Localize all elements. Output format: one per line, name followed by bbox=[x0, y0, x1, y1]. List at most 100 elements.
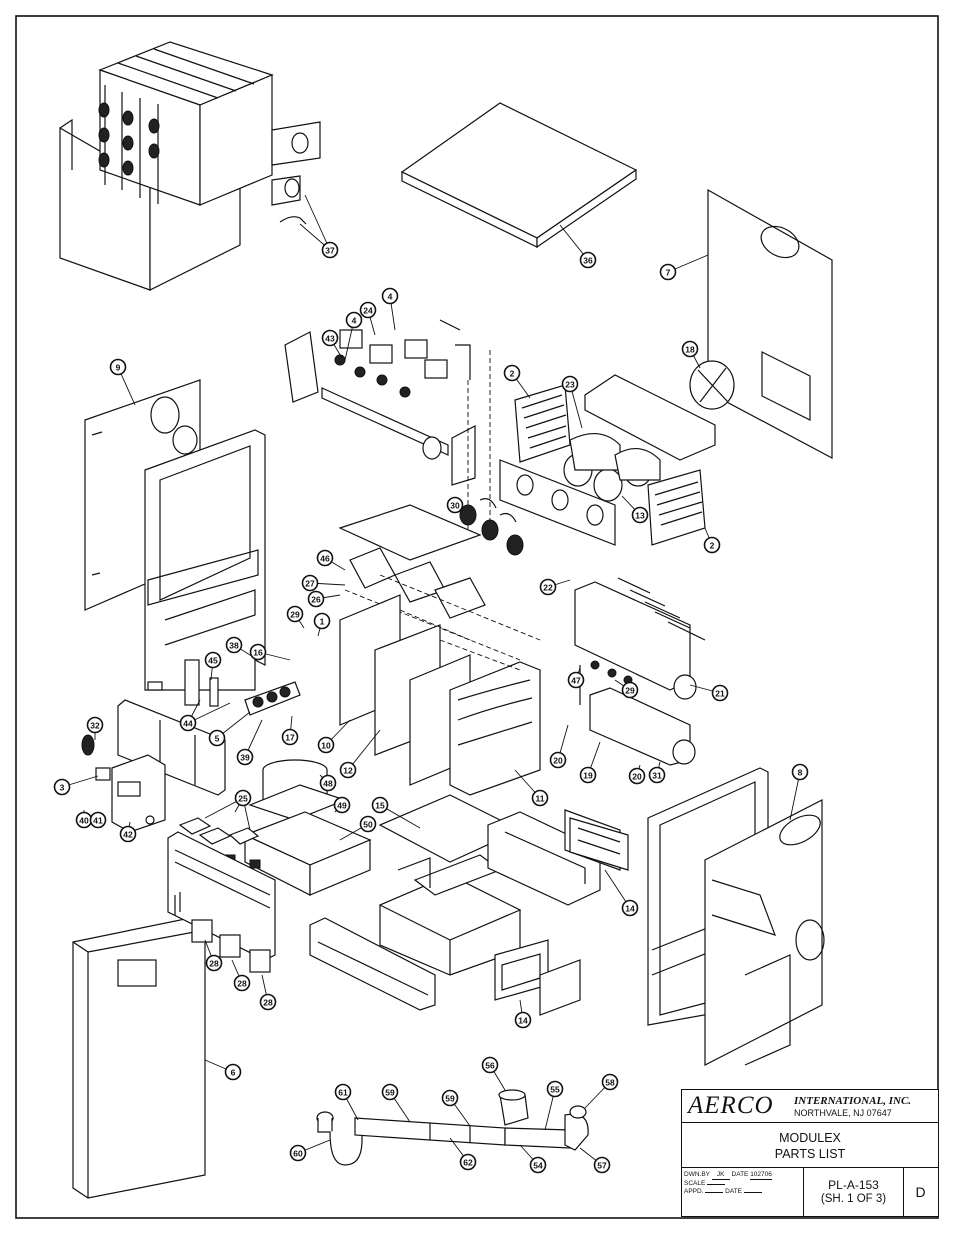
callout-label: 15 bbox=[375, 801, 385, 811]
drawing-title: MODULEX bbox=[779, 1131, 841, 1145]
drawing-number: PL-A-153 bbox=[828, 1178, 879, 1192]
callout-16: 16 bbox=[249, 643, 267, 661]
company-logo: AERCO bbox=[688, 1092, 774, 1119]
callout-label: 1 bbox=[320, 617, 325, 627]
drawn-date-label: DATE bbox=[731, 1171, 749, 1178]
callout-39: 39 bbox=[236, 748, 254, 766]
callout-46: 46 bbox=[316, 549, 334, 567]
callout-18: 18 bbox=[681, 340, 699, 358]
callout-label: 30 bbox=[450, 501, 460, 511]
callout-label: 37 bbox=[325, 246, 335, 256]
approved-label: APPD. bbox=[684, 1188, 704, 1195]
callout-20: 20 bbox=[628, 767, 646, 785]
callout-label: 26 bbox=[311, 595, 321, 605]
scale-value bbox=[707, 1184, 726, 1185]
callout-14: 14 bbox=[621, 899, 639, 917]
callout-label: 22 bbox=[543, 583, 553, 593]
callout-30: 30 bbox=[446, 496, 464, 514]
callout-47: 47 bbox=[567, 671, 585, 689]
callout-7: 7 bbox=[659, 263, 677, 281]
heat-exchanger-drawing bbox=[338, 504, 541, 796]
callout-4: 4 bbox=[381, 287, 399, 305]
drawing-number-block: PL-A-153 (SH. 1 OF 3) bbox=[804, 1168, 904, 1216]
callout-label: 9 bbox=[116, 363, 121, 373]
sheet-number: (SH. 1 OF 3) bbox=[820, 1193, 887, 1205]
callout-43: 43 bbox=[321, 329, 339, 347]
callout-55: 55 bbox=[546, 1080, 564, 1098]
company-suffix: INTERNATIONAL, INC. bbox=[794, 1095, 912, 1107]
condensate-piping-drawing bbox=[316, 1089, 589, 1166]
approved-date-value bbox=[743, 1192, 762, 1193]
callout-label: 55 bbox=[550, 1085, 560, 1095]
callout-label: 28 bbox=[209, 959, 219, 969]
callout-label: 28 bbox=[263, 998, 273, 1008]
callout-13: 13 bbox=[631, 506, 649, 524]
callout-17: 17 bbox=[281, 728, 299, 746]
callout-label: 23 bbox=[565, 380, 575, 390]
callout-24: 24 bbox=[359, 301, 377, 319]
callout-label: 60 bbox=[293, 1149, 303, 1159]
gas-manifold-drawing bbox=[284, 319, 491, 540]
callout-21: 21 bbox=[711, 684, 729, 702]
callout-23: 23 bbox=[561, 375, 579, 393]
callout-10: 10 bbox=[317, 736, 335, 754]
callout-12: 12 bbox=[339, 761, 357, 779]
callout-label: 10 bbox=[321, 741, 331, 751]
callout-5: 5 bbox=[208, 729, 226, 747]
drawing-title-block: MODULEX PARTS LIST bbox=[682, 1123, 938, 1168]
callout-label: 8 bbox=[798, 768, 803, 778]
front-panel-drawing bbox=[72, 831, 276, 1199]
callout-42: 42 bbox=[119, 825, 137, 843]
approved-date-label: DATE bbox=[725, 1188, 742, 1195]
callout-label: 24 bbox=[363, 306, 373, 316]
callout-label: 31 bbox=[652, 771, 662, 781]
callout-label: 18 bbox=[685, 345, 695, 355]
callout-2: 2 bbox=[703, 536, 721, 554]
callout-60: 60 bbox=[289, 1144, 307, 1162]
callout-57: 57 bbox=[593, 1156, 611, 1174]
callout-label: 61 bbox=[338, 1088, 348, 1098]
callout-label: 20 bbox=[553, 756, 563, 766]
callout-label: 28 bbox=[237, 979, 247, 989]
signature-block: DWN.BY JK DATE 102706 SCALE APPD. DATE bbox=[682, 1168, 804, 1216]
callout-29: 29 bbox=[621, 681, 639, 699]
title-block: AERCO INTERNATIONAL, INC. NORTHVALE, NJ … bbox=[681, 1089, 939, 1217]
callout-label: 47 bbox=[571, 676, 581, 686]
callout-label: 21 bbox=[715, 689, 725, 699]
callout-27: 27 bbox=[301, 574, 319, 592]
callout-label: 2 bbox=[510, 369, 515, 379]
callout-48: 48 bbox=[319, 774, 337, 792]
right-side-panel-drawing bbox=[647, 767, 825, 1066]
callout-label: 57 bbox=[597, 1161, 607, 1171]
callout-37: 37 bbox=[321, 241, 339, 259]
callout-balloons: 3736742444322318930132224627262913816454… bbox=[53, 241, 809, 1174]
water-headers-drawing bbox=[574, 577, 706, 766]
approved-value bbox=[705, 1192, 724, 1193]
callout-25: 25 bbox=[234, 789, 252, 807]
company-block: AERCO INTERNATIONAL, INC. NORTHVALE, NJ … bbox=[682, 1090, 938, 1123]
callout-59: 59 bbox=[381, 1083, 399, 1101]
callout-59: 59 bbox=[441, 1089, 459, 1107]
callout-36: 36 bbox=[579, 251, 597, 269]
right-back-panel-drawing bbox=[689, 188, 833, 459]
callout-label: 48 bbox=[323, 779, 333, 789]
callout-40: 40 bbox=[75, 811, 93, 829]
callout-3: 3 bbox=[53, 778, 71, 796]
callout-label: 59 bbox=[385, 1088, 395, 1098]
callout-label: 11 bbox=[536, 794, 545, 804]
callout-label: 39 bbox=[240, 753, 250, 763]
callout-45: 45 bbox=[204, 651, 222, 669]
callout-56: 56 bbox=[481, 1056, 499, 1074]
callout-label: 27 bbox=[305, 579, 315, 589]
callout-label: 5 bbox=[215, 734, 220, 744]
callout-28: 28 bbox=[259, 993, 277, 1011]
callout-label: 59 bbox=[445, 1094, 455, 1104]
callout-label: 45 bbox=[208, 656, 218, 666]
drawn-by-label: DWN.BY bbox=[684, 1171, 710, 1178]
callout-label: 25 bbox=[238, 794, 248, 804]
callout-label: 20 bbox=[632, 772, 642, 782]
callout-28: 28 bbox=[233, 974, 251, 992]
callout-label: 2 bbox=[710, 541, 715, 551]
callout-4: 4 bbox=[345, 311, 363, 329]
